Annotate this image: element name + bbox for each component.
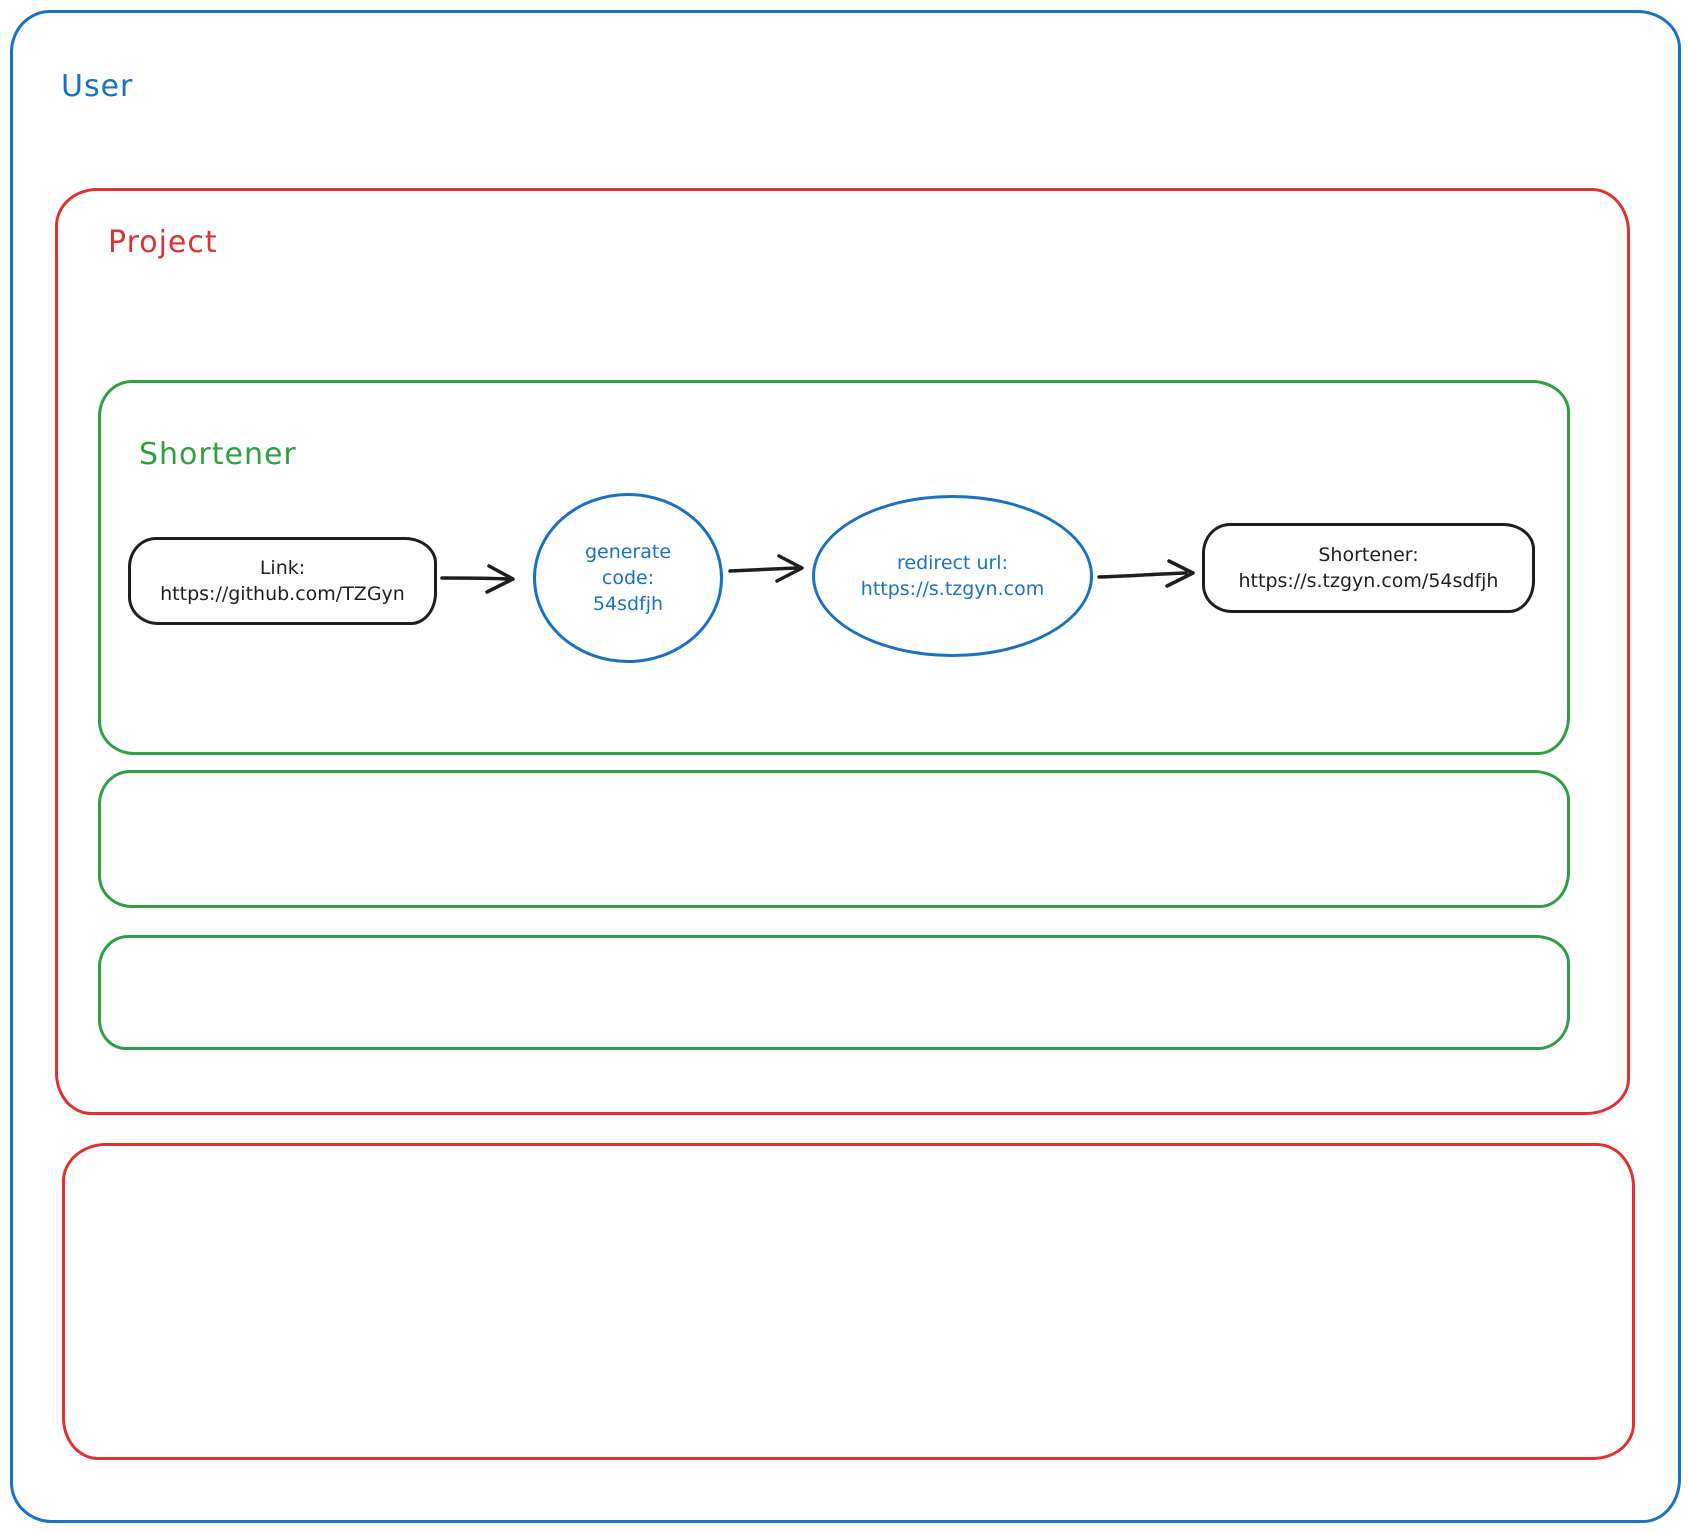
shortener-result-line-1: Shortener:: [1318, 544, 1419, 566]
redirect-url-line-1: redirect url:: [897, 552, 1008, 574]
link-node-line-1: Link:: [259, 557, 306, 579]
shortener-label: Shortener: [139, 437, 297, 472]
shortener-empty-box-2: [98, 935, 1570, 1050]
redirect-url-node: redirect url: https://s.tzgyn.com: [812, 495, 1093, 657]
redirect-url-line-2: https://s.tzgyn.com: [860, 578, 1045, 600]
shortener-result-line-2: https://s.tzgyn.com/54sdfjh: [1238, 570, 1499, 592]
generate-code-node: generate code: 54sdfjh: [533, 493, 723, 663]
project-label: Project: [108, 225, 218, 260]
user-container-box: User: [10, 10, 1681, 1523]
link-node-line-2: https://github.com/TZGyn: [160, 583, 405, 605]
link-node: Link: https://github.com/TZGyn: [128, 537, 437, 625]
generate-code-line-2: code:: [601, 567, 655, 589]
project-container-box: Project: [55, 188, 1630, 1115]
project-empty-box: [62, 1143, 1635, 1460]
user-label: User: [61, 69, 134, 104]
shortener-result-node: Shortener: https://s.tzgyn.com/54sdfjh: [1202, 523, 1535, 613]
shortener-empty-box-1: [98, 770, 1570, 908]
shortener-container-box: Shortener: [98, 380, 1570, 755]
generate-code-line-3: 54sdfjh: [592, 593, 664, 615]
generate-code-line-1: generate: [584, 541, 672, 563]
